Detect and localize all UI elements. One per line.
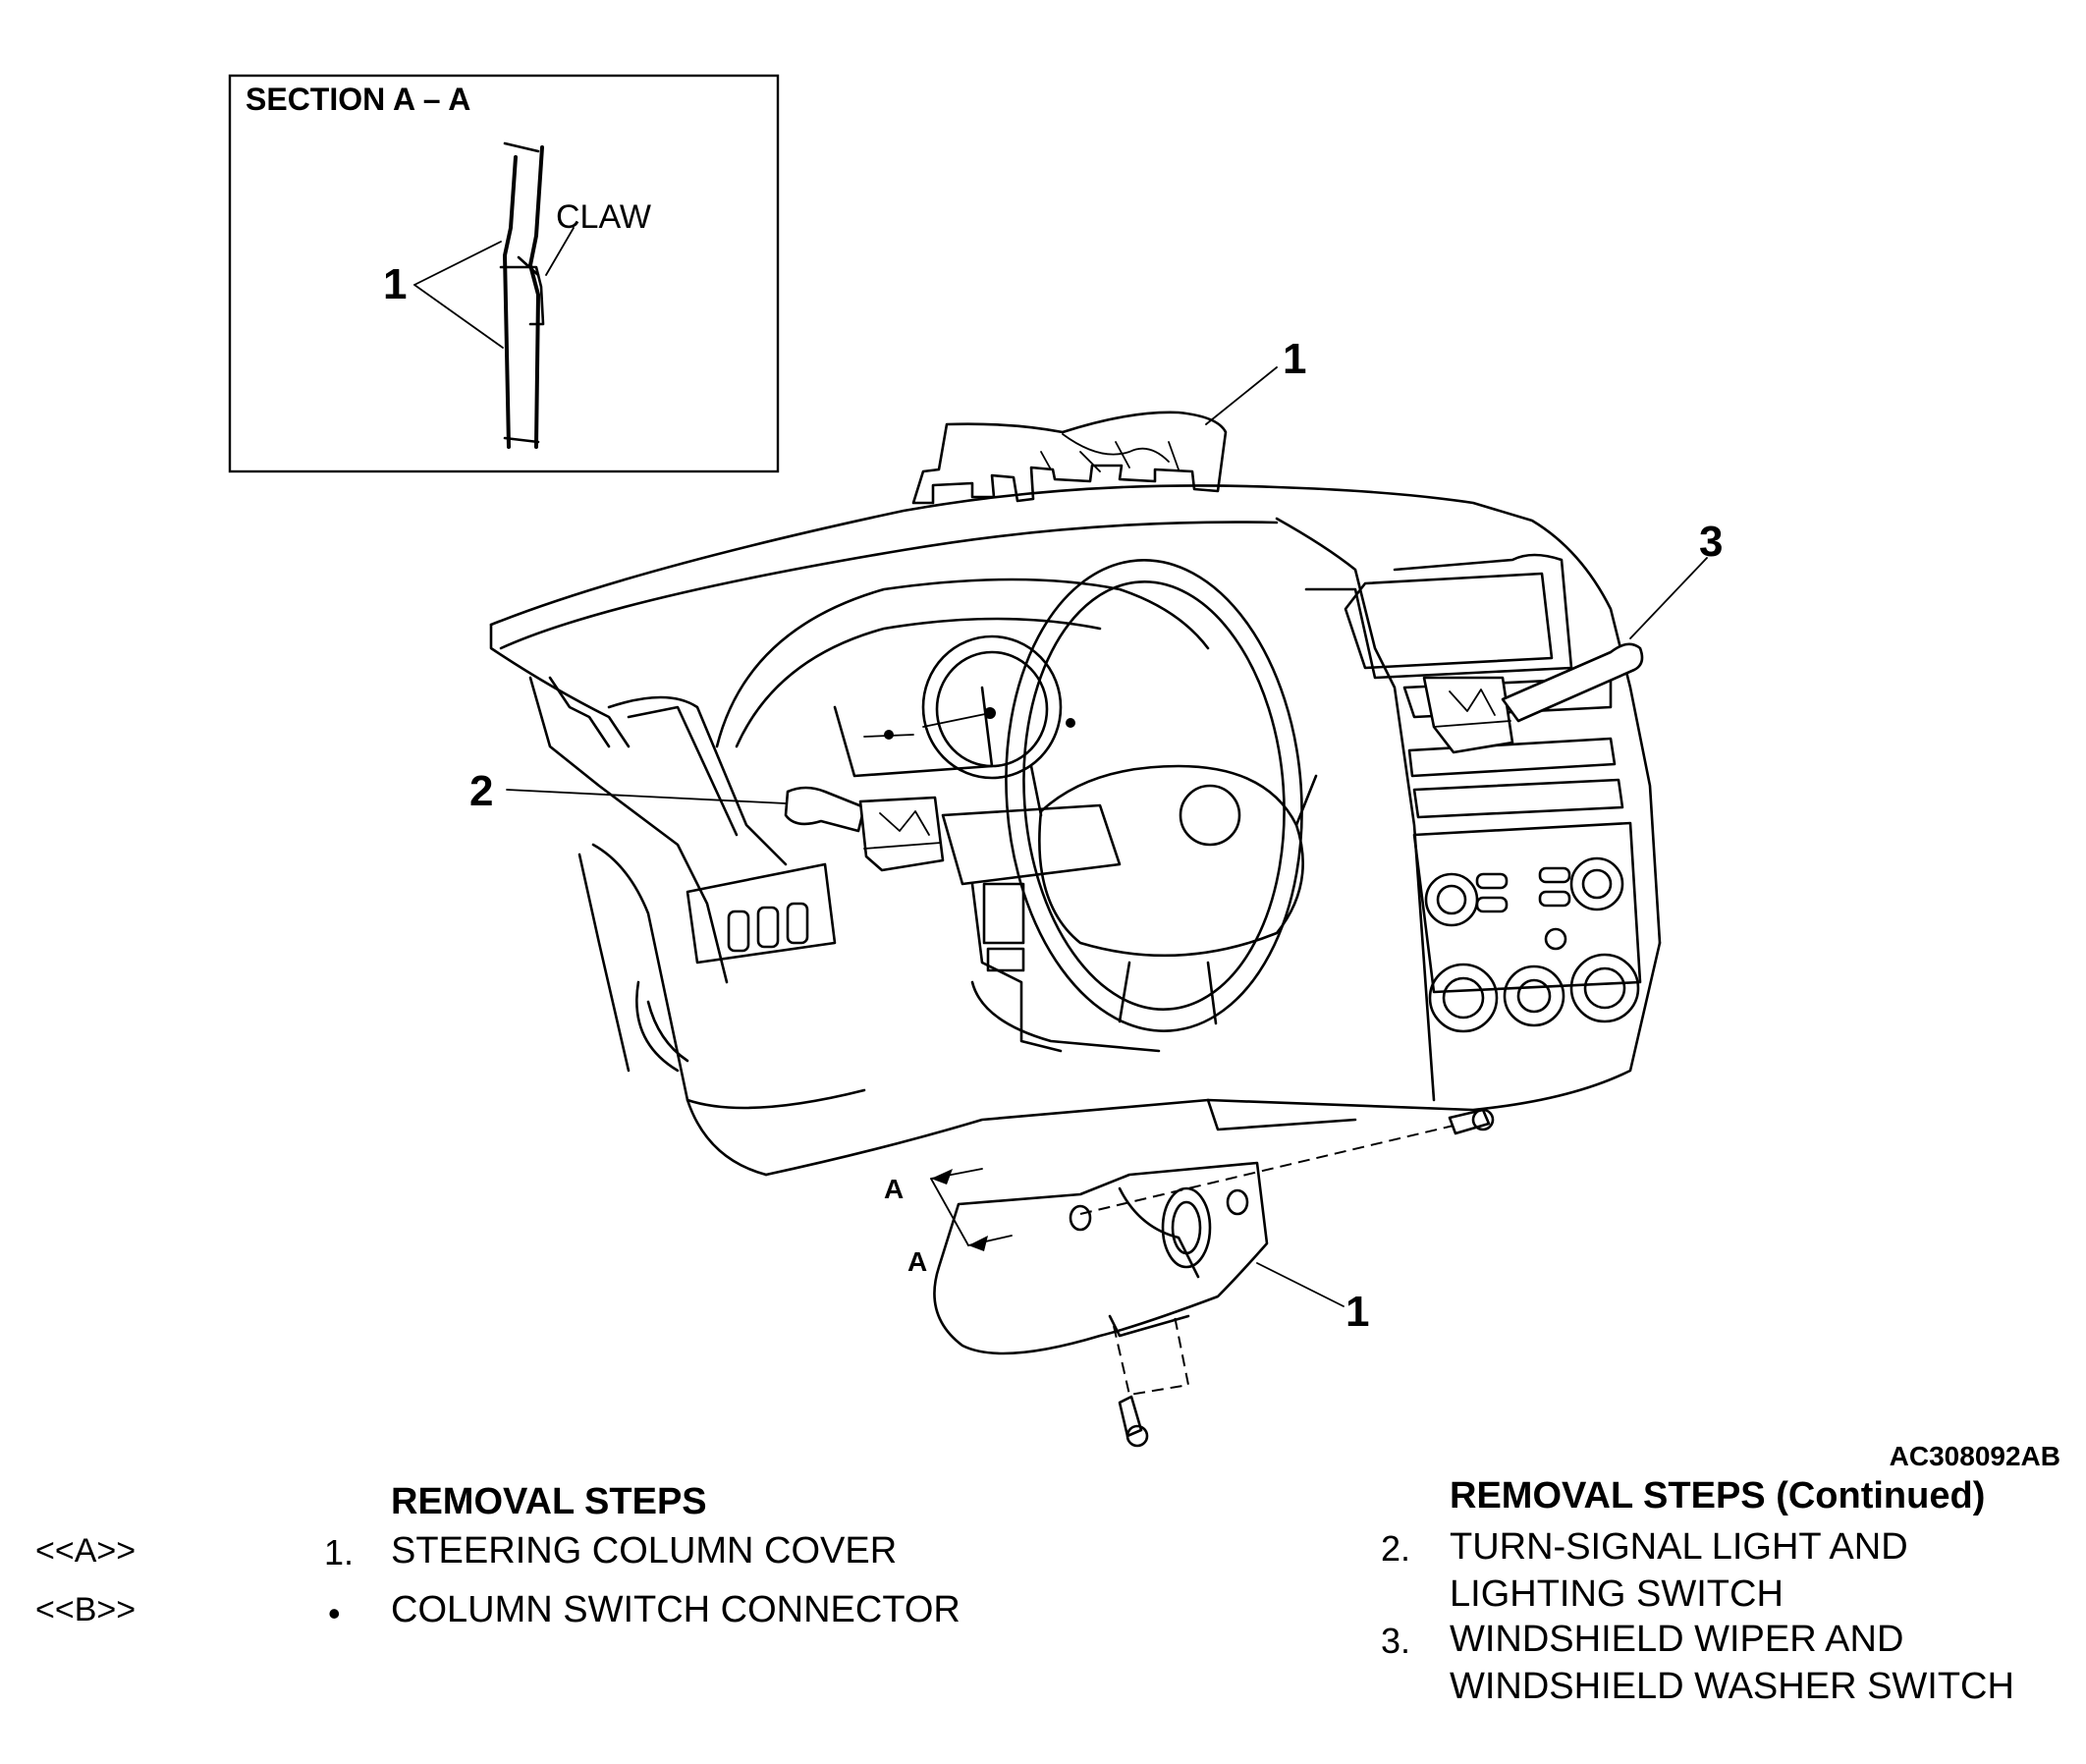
climate-panel (1412, 821, 1642, 994)
steering-wheel (1005, 559, 1318, 1032)
figure-code: AC308092AB (1890, 1441, 2060, 1471)
upper-column-cover: 1 (911, 335, 1306, 505)
step-number: 1. (324, 1532, 355, 1572)
panel-profile-inner (528, 145, 544, 449)
callout-3: 3 (1699, 518, 1723, 566)
section-arrow-label-bottom: A (907, 1246, 927, 1277)
steering-emblem (1179, 784, 1241, 847)
panel-profile-outer (503, 155, 518, 449)
turn-signal-switch: 2 (469, 767, 945, 872)
center-display (1344, 572, 1554, 670)
callout-2: 2 (469, 767, 493, 815)
section-callout-1: 1 (383, 260, 407, 308)
section-arrow-label-top: A (884, 1174, 904, 1204)
lower-column-cover: A A 1 (884, 1108, 1495, 1448)
step-text: LIGHTING SWITCH (1450, 1573, 1784, 1615)
step-text: TURN-SIGNAL LIGHT AND (1450, 1526, 1908, 1568)
step-text: WINDSHIELD WASHER SWITCH (1450, 1666, 2014, 1707)
steering-wheel-rim-outer (1005, 559, 1303, 1032)
callout-1-lower: 1 (1345, 1288, 1369, 1336)
steering-wheel-hub (1038, 764, 1304, 958)
switch-panel (686, 862, 837, 965)
step-text: COLUMN SWITCH CONNECTOR (391, 1589, 961, 1630)
removal-steps-continued-title: REMOVAL STEPS (Continued) (1450, 1475, 1986, 1516)
speedometer-outline (921, 634, 1063, 780)
claw-shape (499, 265, 545, 326)
step-tag: <<B>> (35, 1591, 137, 1628)
step-text: STEERING COLUMN COVER (391, 1530, 898, 1571)
step-bullet: • (328, 1593, 341, 1633)
step-number: 2. (1381, 1528, 1411, 1569)
center-display-bezel (1304, 553, 1573, 680)
wiper-washer-switch: 3 (1422, 518, 1723, 754)
screw-icon (1118, 1395, 1149, 1448)
section-arrow-icon (968, 1236, 988, 1251)
step-tag: <<A>> (35, 1532, 137, 1570)
callout-1-upper: 1 (1283, 335, 1306, 383)
dashboard (489, 484, 1662, 1177)
section-title: SECTION A – A (246, 82, 470, 117)
section-arrow-icon (931, 1169, 953, 1185)
step-text: WINDSHIELD WIPER AND (1450, 1619, 1904, 1660)
screw-icon (1448, 1108, 1495, 1135)
removal-steps-title: REMOVAL STEPS (391, 1481, 707, 1522)
step-number: 3. (1381, 1621, 1411, 1661)
section-inset: SECTION A – A CLAW 1 (228, 74, 780, 473)
claw-label: CLAW (556, 198, 651, 236)
